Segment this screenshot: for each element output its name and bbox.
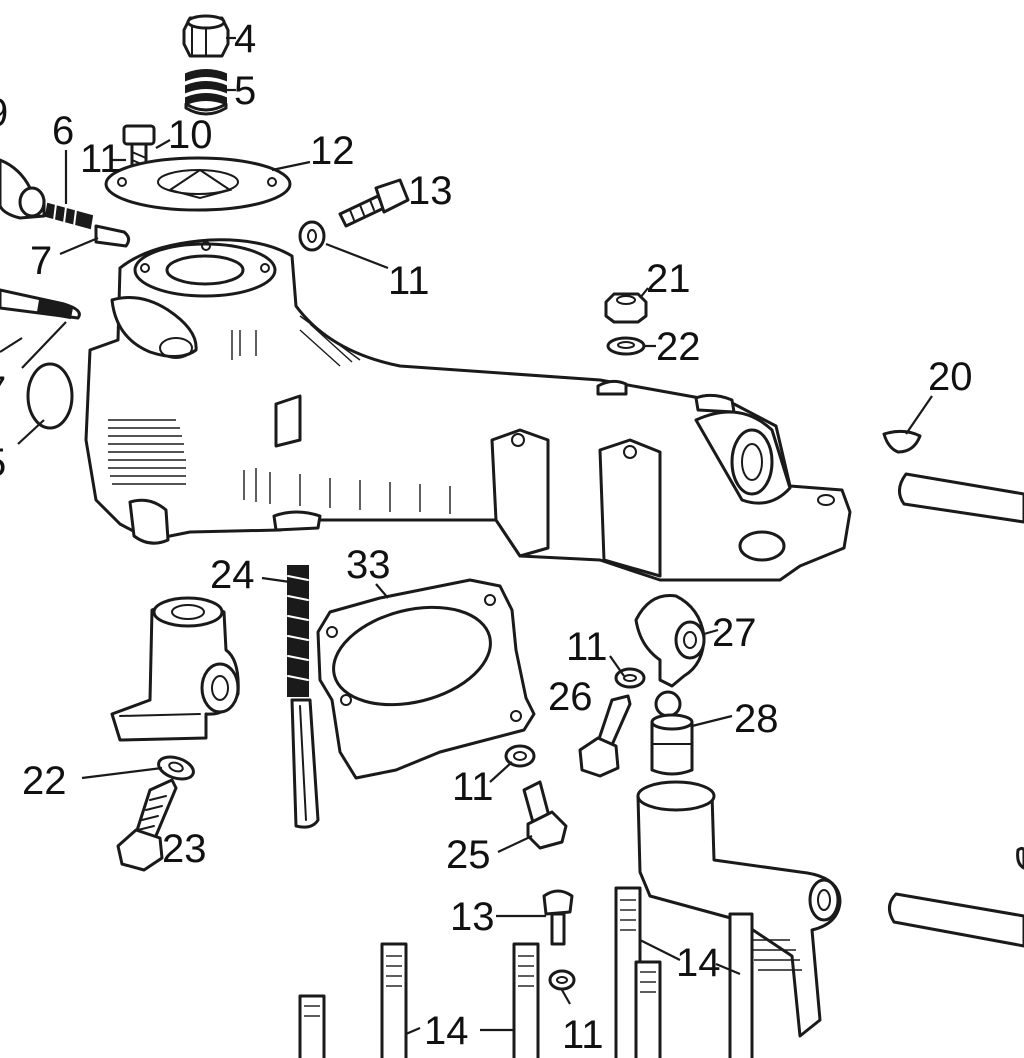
bracket-left: [110, 596, 240, 742]
part-22-washer-upper: [606, 336, 646, 356]
callout-11-mid-right: 11: [566, 625, 608, 669]
callout-20: 20: [928, 355, 973, 399]
callout-10: 10: [168, 113, 213, 157]
part-left-rod: [0, 288, 81, 320]
callout-13-lower: 13: [450, 895, 495, 939]
callout-22-lower: 22: [22, 759, 67, 803]
part-11-washer-bottom: [548, 969, 576, 991]
part-12-cover-plate: [104, 156, 292, 212]
part-33-gasket: [316, 578, 536, 780]
callout-9: 9: [0, 91, 8, 135]
part-20-woodruff-key: [882, 429, 922, 454]
callout-25: 25: [446, 833, 491, 877]
lever-arm: [636, 780, 842, 1038]
callout-13-upper: 13: [408, 169, 453, 213]
part-13-bolt-lower: [542, 889, 574, 946]
callout-24: 24: [210, 553, 255, 597]
callout-11-mid: 11: [452, 765, 494, 809]
callout-28: 28: [734, 697, 779, 741]
part-11-washer-upper: [298, 220, 326, 252]
callout-7: 7: [30, 239, 52, 283]
housing-shading: [108, 315, 451, 514]
callout-14-right: 14: [676, 941, 721, 985]
part-21-nut: [604, 292, 648, 324]
part-9-banjo-fitting: [0, 158, 46, 220]
part-7-plunger: [94, 224, 131, 248]
part-28-bush: [650, 713, 694, 776]
part-25-bolt: [522, 780, 568, 850]
callout-14-left: 14: [424, 1009, 469, 1053]
part-14-studs: [298, 886, 754, 1058]
part-11-washer-mid: [504, 744, 536, 768]
part-5-spring: [184, 69, 228, 116]
shaft-right-upper: [898, 472, 1024, 524]
callout-5: 5: [234, 69, 256, 113]
callout-12: 12: [310, 129, 355, 173]
callout-4: 4: [234, 17, 256, 61]
callout-11-bottom: 11: [562, 1013, 604, 1057]
part-24-stud: [287, 565, 320, 829]
part-23-bolt: [116, 778, 178, 872]
part-6-spring: [44, 202, 94, 230]
part-4-cap-nut: [182, 14, 230, 58]
part-27-rod-end: [634, 594, 706, 718]
callout-11-upper-left: 11: [80, 137, 122, 181]
main-housing: [84, 238, 852, 582]
leader-lines: [0, 36, 933, 1036]
callout-33: 33: [346, 543, 391, 587]
callout-23: 23: [162, 827, 207, 871]
callout-labels: 4 5 9 6 10 11 12 13 7 11 21 22 20 7 5 24…: [0, 17, 973, 1057]
callout-21: 21: [646, 257, 691, 301]
shaft-right-lower: [888, 846, 1024, 948]
callout-7-left: 7: [0, 369, 6, 413]
callout-6: 6: [52, 109, 74, 153]
part-22-washer-lower: [157, 755, 195, 781]
callout-22-upper: 22: [656, 325, 701, 369]
callout-11-upper-right: 11: [388, 259, 430, 303]
callout-5-left: 5: [0, 441, 6, 485]
callout-26: 26: [548, 675, 593, 719]
part-13-bolt-upper: [338, 178, 410, 228]
callout-27: 27: [712, 611, 757, 655]
part-26-bolt: [578, 694, 632, 778]
part-sealing-disc: [26, 362, 74, 430]
